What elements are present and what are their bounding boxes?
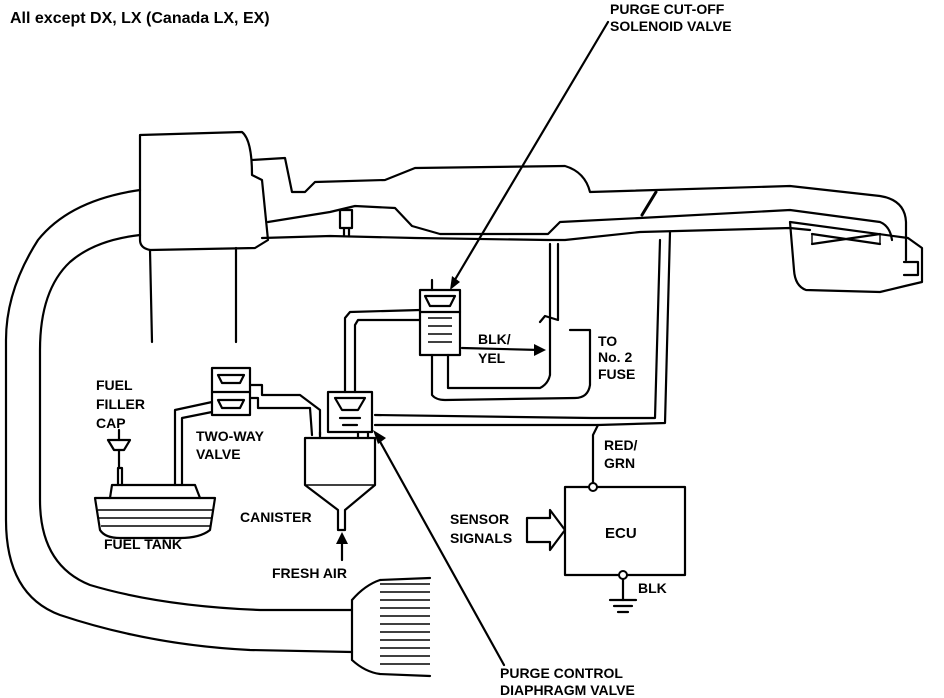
label-purge-control-1: PURGE CONTROL <box>500 665 623 681</box>
label-canister: CANISTER <box>240 509 312 525</box>
label-fuel-tank: FUEL TANK <box>104 536 182 552</box>
label-two-way-1: TWO-WAY <box>196 428 265 444</box>
label-red-grn-1: RED/ <box>604 437 638 453</box>
label-purge-control-2: DIAPHRAGM VALVE <box>500 682 635 698</box>
label-two-way-2: VALVE <box>196 446 241 462</box>
purge-cutoff-solenoid-valve <box>343 230 672 427</box>
label-sensor-1: SENSOR <box>450 511 509 527</box>
ecu-unit <box>563 423 687 614</box>
intake-grille <box>380 583 430 665</box>
sensor-signals-arrow <box>525 508 567 552</box>
air-intake-duct <box>4 188 432 678</box>
label-blk-yel-1: BLK/ <box>478 331 511 347</box>
two-way-valve <box>210 366 322 437</box>
diagram-title: All except DX, LX (Canada LX, EX) <box>10 10 270 27</box>
label-fuel-filler-1: FUEL <box>96 377 133 393</box>
label-to-fuse-3: FUSE <box>598 366 635 382</box>
fuel-tank <box>93 400 217 540</box>
purge-control-diaphragm-valve <box>326 390 374 434</box>
leader-purge-cutoff <box>451 20 610 285</box>
label-to-fuse-2: No. 2 <box>598 349 632 365</box>
label-blk: BLK <box>638 580 667 596</box>
intake-manifold <box>138 130 924 344</box>
label-to-fuse-1: TO <box>598 333 617 349</box>
label-purge-cutoff-2: SOLENOID VALVE <box>610 18 732 34</box>
label-ecu: ECU <box>605 525 637 542</box>
label-blk-yel-2: YEL <box>478 350 506 366</box>
label-purge-cutoff-1: PURGE CUT-OFF <box>610 1 725 17</box>
label-red-grn-2: GRN <box>604 455 635 471</box>
label-fresh-air: FRESH AIR <box>272 565 347 581</box>
label-fuel-filler-3: CAP <box>96 415 126 431</box>
fresh-air-arrow <box>336 532 348 562</box>
canister <box>303 430 377 532</box>
leader-purge-control <box>376 436 506 667</box>
label-fuel-filler-2: FILLER <box>96 396 145 412</box>
label-sensor-2: SIGNALS <box>450 530 512 546</box>
